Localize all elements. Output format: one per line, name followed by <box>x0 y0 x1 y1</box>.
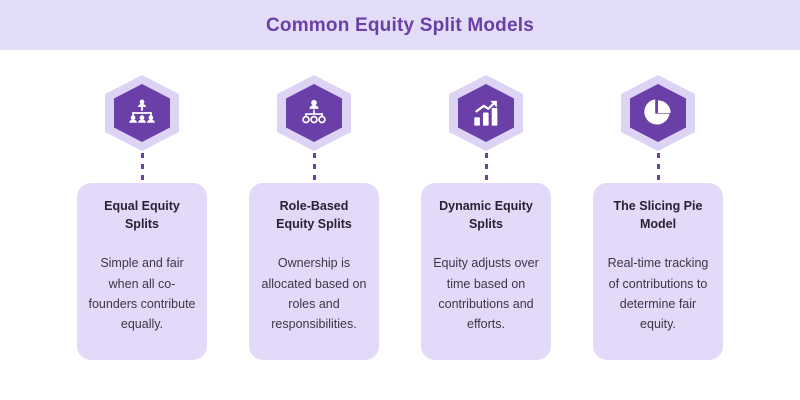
model-column-equal-equity-splits: Equal Equity Splits Simple and fair when… <box>77 50 207 360</box>
model-card-description: Real-time tracking of contributions to d… <box>607 256 709 331</box>
model-column-dynamic-equity-splits: Dynamic Equity Splits Equity adjusts ove… <box>421 50 551 360</box>
model-card-description: Equity adjusts over time based on contri… <box>433 256 539 331</box>
dashed-connector <box>484 153 488 183</box>
model-card-description: Simple and fair when all co-founders con… <box>88 256 196 331</box>
org-hierarchy-icon <box>302 99 326 124</box>
model-column-the-slicing-pie-model: The Slicing Pie Model Real-time tracking… <box>593 50 723 360</box>
header-band: Common Equity Split Models <box>0 0 800 50</box>
model-card-description: Ownership is allocated based on roles an… <box>261 256 367 331</box>
model-card[interactable]: Equal Equity Splits Simple and fair when… <box>77 183 207 360</box>
hexagon-badge <box>277 75 351 151</box>
hexagon-badge <box>105 75 179 151</box>
hexagon-badge <box>621 75 695 151</box>
model-card[interactable]: Dynamic Equity Splits Equity adjusts ove… <box>421 183 551 360</box>
model-card-title: The Slicing Pie Model <box>613 199 703 232</box>
models-row: Equal Equity Splits Simple and fair when… <box>0 50 800 400</box>
growth-bar-chart-icon <box>474 100 498 126</box>
pie-chart-icon <box>644 99 671 125</box>
model-card-title: Role-Based Equity Splits <box>276 199 352 232</box>
hexagon-badge <box>449 75 523 151</box>
dashed-connector <box>312 153 316 183</box>
model-card[interactable]: Role-Based Equity Splits Ownership is al… <box>249 183 379 360</box>
model-card-title: Equal Equity Splits <box>104 199 180 232</box>
model-card[interactable]: The Slicing Pie Model Real-time tracking… <box>593 183 723 360</box>
dashed-connector <box>140 153 144 183</box>
dashed-connector <box>656 153 660 183</box>
model-card-title: Dynamic Equity Splits <box>439 199 533 232</box>
people-network-icon <box>129 99 155 123</box>
model-column-role-based-equity-splits: Role-Based Equity Splits Ownership is al… <box>249 50 379 360</box>
page-title: Common Equity Split Models <box>265 14 535 36</box>
